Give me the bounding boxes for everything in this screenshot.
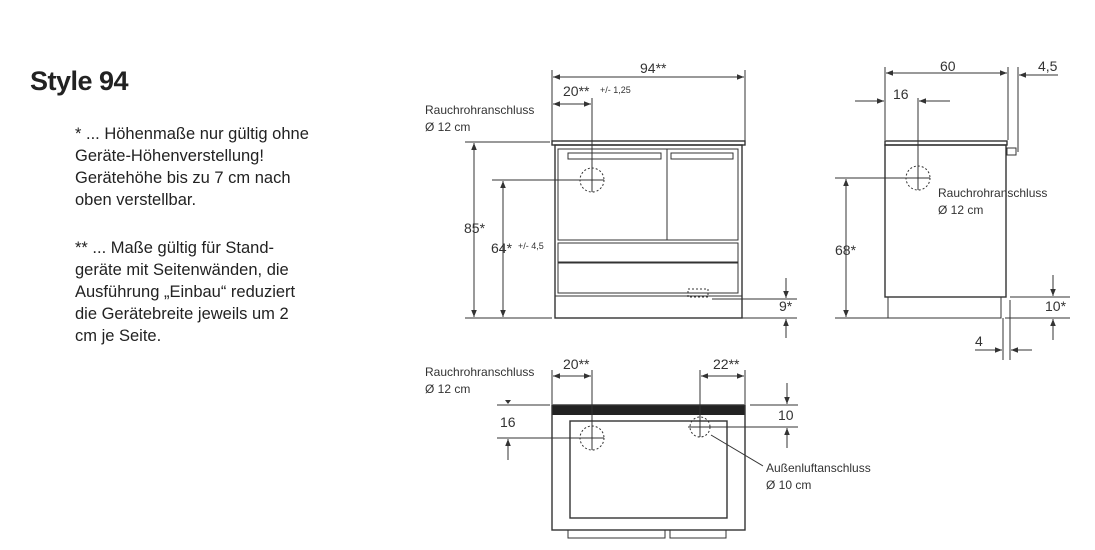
note-line: * ... Höhenmaße nur gültig ohne xyxy=(75,125,309,143)
door-handle xyxy=(567,152,662,160)
top-body xyxy=(551,404,746,531)
dim-flue-height: 64* xyxy=(491,240,513,256)
note-line: geräte mit Seitenwänden, die xyxy=(75,261,289,279)
side-base xyxy=(887,296,1002,319)
front-view: 94** 20** +/- 1,25 Rauchrohranschluss Ø … xyxy=(425,60,797,338)
dim-flue-depth: 16 xyxy=(500,414,516,430)
air-label: Außenluftanschluss xyxy=(766,461,871,475)
note-line: Gerätehöhe bis zu 7 cm nach xyxy=(75,169,291,187)
dim-tolerance: +/- 4,5 xyxy=(518,241,544,251)
dim-flue-offset: 20** xyxy=(563,83,590,99)
flue-diameter: Ø 12 cm xyxy=(938,203,983,217)
oven-door xyxy=(557,148,668,241)
drawer-lower xyxy=(557,262,739,294)
rear-pipe xyxy=(1006,147,1017,156)
dim-width-label: 94** xyxy=(640,60,667,76)
side-body xyxy=(884,144,1007,298)
note-line: die Gerätebreite jeweils um 2 xyxy=(75,305,289,323)
dim-air-depth: 10 xyxy=(778,407,794,423)
note-line: Ausführung „Einbau“ reduziert xyxy=(75,283,296,301)
top-view: 20** 22** Rauchrohranschluss Ø 12 cm 16 … xyxy=(425,356,871,539)
dim-height: 85* xyxy=(464,220,486,236)
dim-flue-height: 68* xyxy=(835,242,857,258)
note-width: ** ... Maße gültig für Stand- geräte mit… xyxy=(75,237,295,347)
note-line: ** ... Maße gültig für Stand- xyxy=(75,239,275,257)
drawer xyxy=(557,242,739,263)
top-strip xyxy=(552,405,745,415)
note-line: cm je Seite. xyxy=(75,327,162,345)
air-inlet xyxy=(687,288,709,298)
note-height: * ... Höhenmaße nur gültig ohne Geräte-H… xyxy=(75,123,309,211)
stove-body xyxy=(554,144,743,319)
note-line: Geräte-Höhenverstellung! xyxy=(75,147,264,165)
note-line: oben verstellbar. xyxy=(75,191,197,209)
flue-label: Rauchrohranschluss xyxy=(425,365,534,379)
dim-air-offset: 22** xyxy=(713,356,740,372)
dim-base: 9* xyxy=(779,298,793,314)
flue-label: Rauchrohranschluss xyxy=(938,186,1047,200)
air-diameter: Ø 10 cm xyxy=(766,478,811,492)
door-handle xyxy=(670,152,734,160)
dim-flue-offset: 20** xyxy=(563,356,590,372)
dim-tolerance: +/- 1,25 xyxy=(600,85,631,95)
flue-label: Rauchrohranschluss xyxy=(425,103,534,117)
side-view: 60 4,5 16 Rauchrohranschluss Ø 12 cm 68*… xyxy=(835,58,1070,360)
flue-diameter: Ø 12 cm xyxy=(425,382,470,396)
top-inner xyxy=(569,420,728,519)
firebox-door xyxy=(666,148,739,241)
dim-flue-offset: 16 xyxy=(893,86,909,102)
flue-diameter: Ø 12 cm xyxy=(425,120,470,134)
dim-rear: 4,5 xyxy=(1038,58,1058,74)
dim-foot: 4 xyxy=(975,333,983,349)
dim-depth: 60 xyxy=(940,58,956,74)
dim-base: 10* xyxy=(1045,298,1067,314)
page-title: Style 94 xyxy=(30,66,129,96)
